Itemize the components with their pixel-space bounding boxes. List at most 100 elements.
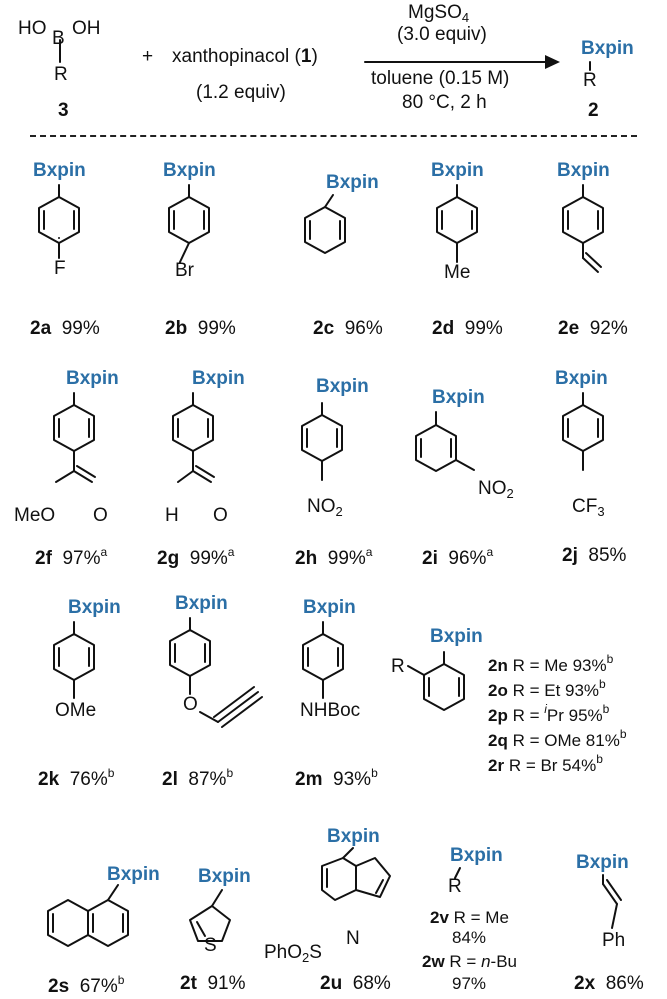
substituent-2a: F bbox=[54, 258, 66, 279]
text-2o: R = Et 93% bbox=[512, 681, 600, 700]
bxpin-2c: Bxpin bbox=[326, 172, 379, 193]
id-2j: 2j bbox=[562, 545, 578, 566]
yield-label-2t: 2t 91% bbox=[180, 973, 246, 995]
bxpin-2d: Bxpin bbox=[431, 160, 484, 181]
ring-2b bbox=[168, 184, 210, 263]
substituent-2u-subscript: 2 bbox=[302, 950, 310, 965]
note-2k: b bbox=[107, 766, 115, 780]
id-2f: 2f bbox=[35, 548, 52, 569]
ring-2a bbox=[38, 184, 80, 259]
text-2r: R = Br 54% bbox=[508, 756, 597, 775]
xanthopinacol-equiv: (1.2 equiv) bbox=[196, 82, 286, 103]
compound-label-3: 3 bbox=[58, 100, 69, 121]
text-2w: -Bu bbox=[490, 952, 518, 971]
yield-label-2g: 2g 99%a bbox=[157, 545, 234, 570]
id-2c: 2c bbox=[313, 318, 335, 339]
id-2h: 2h bbox=[295, 548, 318, 569]
bxpin-2k: Bxpin bbox=[68, 597, 121, 618]
yield-2w: 97% bbox=[452, 974, 487, 993]
substituent-2g-o: O bbox=[213, 505, 228, 526]
yield-label-2j: 2j 85% bbox=[562, 545, 626, 567]
note-2m: b bbox=[371, 766, 378, 780]
product-bxpin: Bxpin bbox=[581, 38, 634, 59]
ortho-row-2o: 2o R = Et 93%b bbox=[488, 675, 627, 700]
yield-2l: 87% bbox=[188, 769, 227, 790]
substituent-2b: Br bbox=[175, 260, 194, 281]
ring-2e bbox=[562, 184, 604, 273]
substituent-2l: O bbox=[183, 694, 198, 715]
mgso4-subscript: 4 bbox=[461, 10, 470, 25]
yield-2c: 96% bbox=[344, 318, 383, 339]
id-2w: 2w bbox=[422, 952, 445, 971]
yield-2a: 99% bbox=[61, 318, 100, 339]
yield-2b: 99% bbox=[197, 318, 236, 339]
bxpin-2l: Bxpin bbox=[175, 593, 228, 614]
indole-2u bbox=[321, 847, 391, 901]
yield-2g: 99% bbox=[189, 548, 228, 569]
xanthopinacol-name: xanthopinacol ( bbox=[172, 46, 301, 67]
id-2u: 2u bbox=[320, 973, 343, 994]
bxpin-2s: Bxpin bbox=[107, 864, 160, 885]
yield-2x: 86% bbox=[605, 973, 644, 994]
substituent-2t: S bbox=[204, 935, 217, 956]
ring-2c bbox=[304, 194, 346, 254]
mgso4-equiv: (3.0 equiv) bbox=[397, 24, 487, 45]
iso-2p: i bbox=[544, 702, 547, 716]
bxpin-2a: Bxpin bbox=[33, 160, 86, 181]
yield-label-2h: 2h 99%a bbox=[295, 545, 372, 570]
id-2v: 2v bbox=[430, 908, 449, 927]
text-2n: R = Me 93% bbox=[512, 656, 607, 675]
substituent-2j: CF3 bbox=[572, 496, 605, 519]
yield-2u: 68% bbox=[352, 973, 391, 994]
note-2s: b bbox=[117, 973, 125, 987]
styrene-2x bbox=[602, 874, 622, 929]
substituent-2m: NHBoc bbox=[300, 700, 361, 721]
note-2g: a bbox=[227, 545, 235, 559]
id-2r: 2r bbox=[488, 756, 505, 775]
id-2m: 2m bbox=[295, 769, 323, 790]
yield-label-2a: 2a 99% bbox=[30, 318, 100, 340]
mgso4-reagent: MgSO4 bbox=[408, 2, 469, 25]
bxpin-2g: Bxpin bbox=[192, 368, 245, 389]
yield-2d: 99% bbox=[464, 318, 503, 339]
bxpin-2e: Bxpin bbox=[557, 160, 610, 181]
bxpin-2i: Bxpin bbox=[432, 387, 485, 408]
substituent-2k: OMe bbox=[55, 700, 97, 721]
substituent-2j-subscript: 3 bbox=[597, 504, 605, 519]
substituent-2u-pre: PhO bbox=[264, 942, 303, 963]
substituent-2d: Me bbox=[444, 262, 471, 283]
note-2f: a bbox=[100, 545, 108, 559]
yield-2k: 76% bbox=[69, 769, 108, 790]
bxpin-alkyl: Bxpin bbox=[450, 845, 503, 866]
yield-label-2i: 2i 96%a bbox=[422, 545, 493, 570]
text-2p: Pr 95% bbox=[546, 706, 603, 725]
solvent: toluene (0.15 M) bbox=[371, 68, 510, 89]
conditions: 80 °C, 2 h bbox=[402, 92, 487, 113]
boronic-acid-r: R bbox=[54, 64, 68, 85]
yield-label-2u: 2u 68% bbox=[320, 973, 391, 995]
yield-label-2x: 2x 86% bbox=[574, 973, 644, 995]
xanthopinacol-number: 1 bbox=[300, 46, 312, 67]
id-2a: 2a bbox=[30, 318, 52, 339]
xanthopinacol-close: ) bbox=[311, 46, 318, 67]
note-2n: b bbox=[606, 652, 614, 666]
substituent-2f-meo: MeO bbox=[14, 505, 56, 526]
note-2i: a bbox=[486, 545, 494, 559]
substituent-alkyl-r: R bbox=[448, 876, 462, 897]
yield-2i: 96% bbox=[448, 548, 487, 569]
substituent-2f-o: O bbox=[93, 505, 108, 526]
compound-label-2: 2 bbox=[588, 100, 599, 121]
pre-2p: R = bbox=[512, 706, 545, 725]
arrow-head bbox=[545, 55, 560, 69]
mgso4-text: MgSO bbox=[408, 2, 462, 23]
dashed-divider bbox=[30, 135, 637, 137]
bxpin-2u: Bxpin bbox=[327, 826, 380, 847]
ortho-row-2q: 2q R = OMe 81%b bbox=[488, 725, 627, 750]
substituent-2h-text: NO bbox=[307, 496, 336, 517]
ring-2h bbox=[301, 402, 343, 481]
yield-2j: 85% bbox=[588, 545, 627, 566]
ring-2d bbox=[436, 184, 478, 263]
text-2v: R = Me bbox=[453, 908, 509, 927]
substituent-2i-subscript: 2 bbox=[506, 486, 514, 501]
